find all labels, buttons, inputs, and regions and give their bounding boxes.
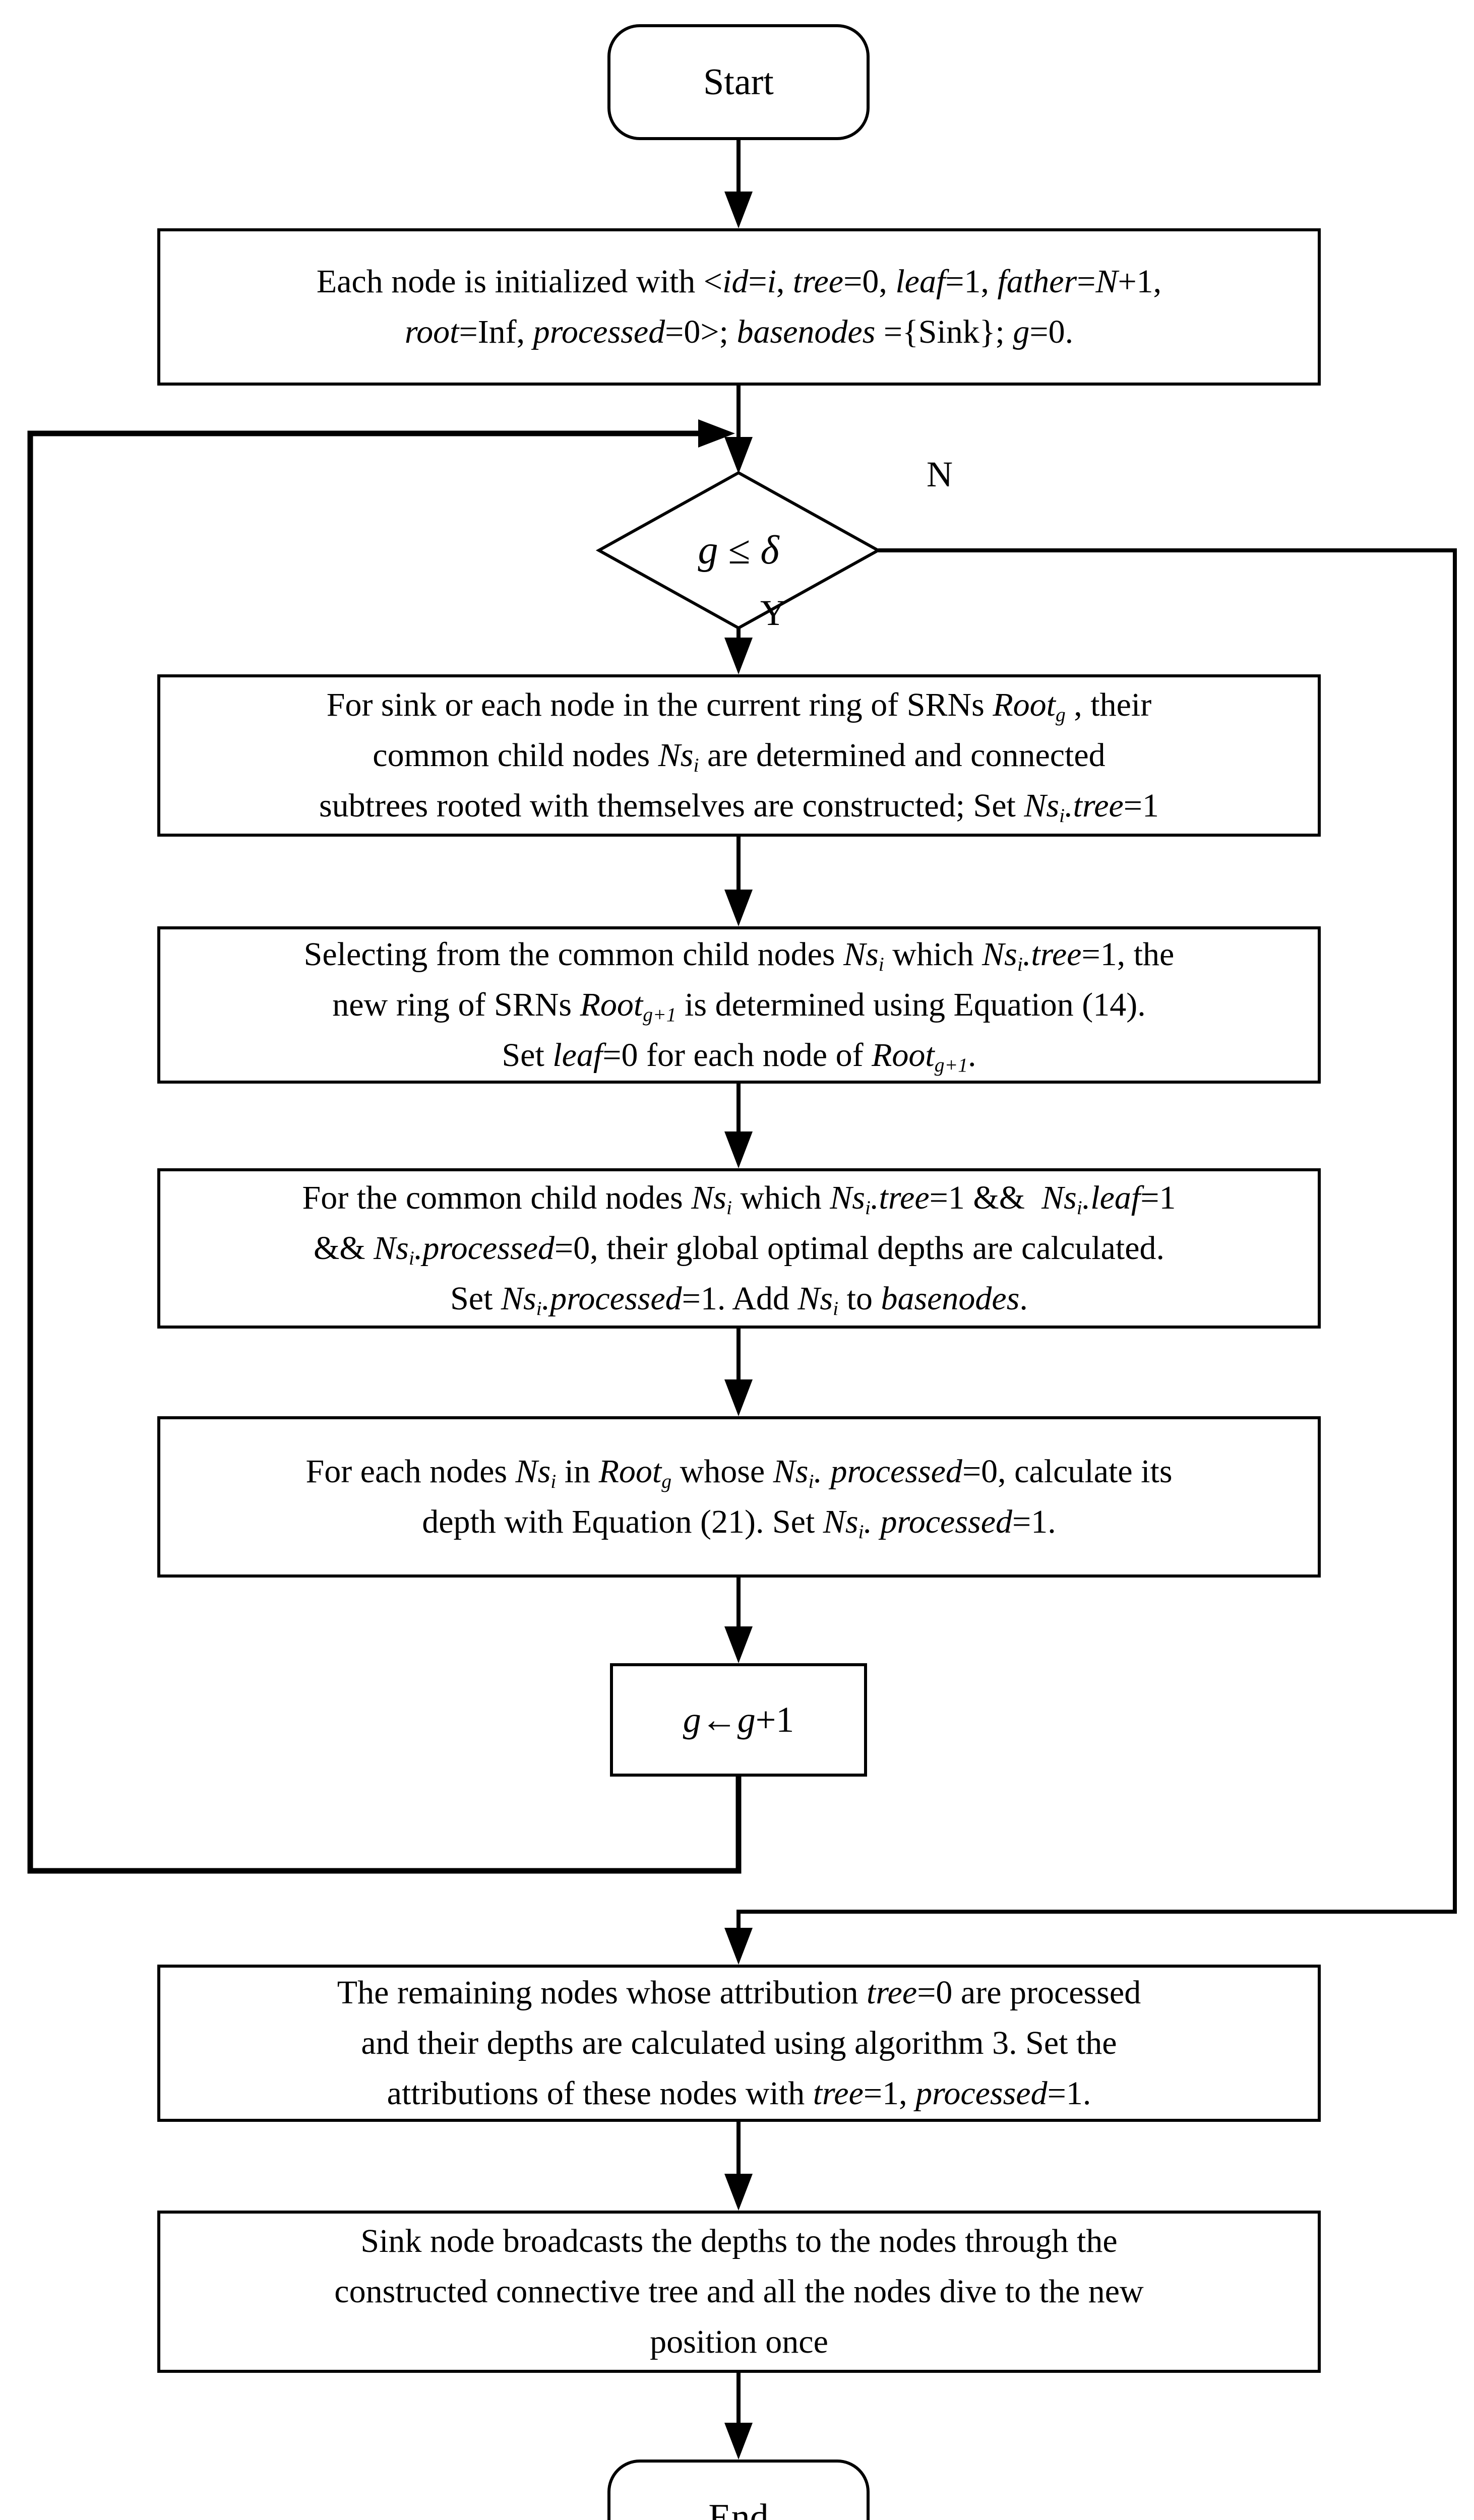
leafdepth-text: For the common child nodes Nsi which Nsi… xyxy=(302,1179,1176,1320)
process-box-broadcast: Sink node broadcasts the depths to the n… xyxy=(157,2211,1321,2373)
terminator-end: End xyxy=(607,2460,870,2520)
init-text: Each node is initialized with <id=i, tre… xyxy=(316,263,1162,350)
process-box-select: Selecting from the common child nodes Ns… xyxy=(157,926,1321,1084)
arrow-start-to-init xyxy=(724,140,753,228)
arrow-broadcast-to-end xyxy=(724,2373,753,2460)
process-box-leafdepth: For the common child nodes Nsi which Nsi… xyxy=(157,1168,1321,1329)
arrow-ring-to-select xyxy=(724,837,753,926)
arrow-condition-yes xyxy=(724,628,753,674)
loop-back-line xyxy=(27,419,742,1874)
increment-text: g←g+1 xyxy=(683,1699,794,1740)
arrow-rootdepth-to-increment xyxy=(724,1578,753,1663)
arrow-select-to-leafdepth xyxy=(724,1084,753,1168)
remaining-text: The remaining nodes whose attribution tr… xyxy=(337,1974,1141,2112)
process-box-init: Each node is initialized with <id=i, tre… xyxy=(157,228,1321,386)
arrow-condition-no xyxy=(724,548,1457,1965)
arrow-remaining-to-broadcast xyxy=(724,2122,753,2211)
connector-init-to-condition xyxy=(724,385,753,474)
end-label: End xyxy=(708,2496,769,2520)
branch-label-n: N xyxy=(927,454,953,494)
select-text: Selecting from the common child nodes Ns… xyxy=(303,935,1175,1077)
rootdepth-text: For each nodes Nsi in Rootg whose Nsi. p… xyxy=(305,1453,1173,1543)
decision-diamond-text: g ≤ δ xyxy=(599,510,878,591)
branch-label-y: Y xyxy=(760,593,786,633)
process-box-ring: For sink or each node in the current rin… xyxy=(157,674,1321,837)
process-box-remaining: The remaining nodes whose attribution tr… xyxy=(157,1965,1321,2122)
process-box-increment: g←g+1 xyxy=(610,1663,867,1777)
broadcast-text: Sink node broadcasts the depths to the n… xyxy=(334,2222,1144,2361)
terminator-start: Start xyxy=(607,24,870,140)
start-label: Start xyxy=(703,61,774,103)
condition-label: g ≤ δ xyxy=(698,528,779,573)
process-box-rootdepth: For each nodes Nsi in Rootg whose Nsi. p… xyxy=(157,1416,1321,1578)
ring-text: For sink or each node in the current rin… xyxy=(319,686,1159,827)
arrow-leafdepth-to-rootdepth xyxy=(724,1329,753,1416)
